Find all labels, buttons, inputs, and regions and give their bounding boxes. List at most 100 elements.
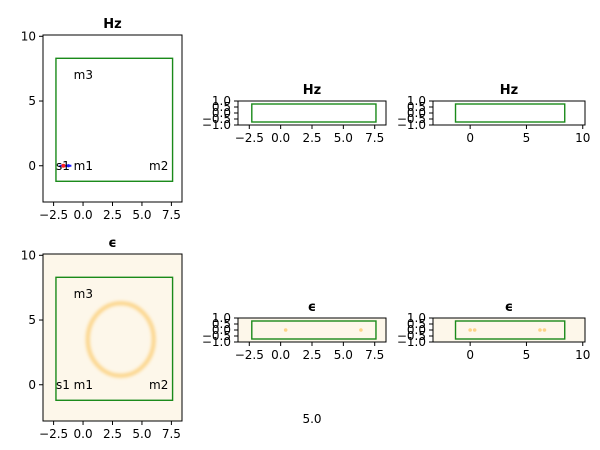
y-tick-label: 0.5	[212, 100, 231, 114]
y-tick-label: 0.0	[212, 106, 231, 120]
y-tick-label: 1.0	[407, 311, 426, 325]
x-tick-label: 7.5	[365, 131, 384, 145]
panel-hz_x2: Hz 0 5 10 1.00.50.0−0.5−1.0	[397, 83, 591, 145]
y-tick-label: 5	[28, 313, 36, 327]
y-tick-label: 10	[21, 248, 36, 262]
plot-content	[251, 103, 377, 123]
x-tick-label: 7.5	[162, 427, 181, 441]
y-tick-label: 0.0	[212, 323, 231, 337]
x-tick-label: 5.0	[132, 208, 151, 222]
x-tick-label: 0.0	[74, 208, 93, 222]
plot-background	[238, 101, 386, 125]
x-tick-label: −2.5	[39, 208, 68, 222]
x-tick-label: 0.0	[74, 427, 93, 441]
x-tick-label: 10	[575, 348, 590, 362]
y-tick-label: 5	[28, 94, 36, 108]
monitor-box	[55, 57, 174, 182]
y-tick-label: −1.0	[202, 335, 231, 349]
y-tick-label: −1.0	[397, 335, 426, 349]
monitor-box	[55, 276, 174, 401]
x-tick-label: −2.5	[39, 427, 68, 441]
eps-spot-0	[468, 328, 472, 332]
panel-title: ϵ	[308, 300, 316, 315]
x-tick-label: 5.0	[334, 131, 353, 145]
y-tick-label: −0.5	[397, 329, 426, 343]
plot-background	[43, 35, 182, 202]
eps-spot-1	[472, 328, 477, 332]
x-tick-label: 5.0	[132, 427, 151, 441]
y-tick-label: 0.0	[407, 106, 426, 120]
x-tick-label: 5	[523, 131, 531, 145]
plot-content	[454, 103, 566, 123]
plot-background	[433, 318, 585, 342]
y-tick-label: −0.5	[397, 112, 426, 126]
monitor-label-m1: m1	[74, 378, 93, 392]
eps-spot-0	[283, 328, 288, 332]
panel-eps_x2: ϵ 0 5 10 1.00.50.0−0.5−1.0	[397, 300, 591, 362]
y-tick-label: −1.0	[397, 118, 426, 132]
field-source-blue-dot	[66, 164, 70, 168]
field-source-red	[61, 163, 66, 168]
x-tick-label: 0.0	[271, 131, 290, 145]
plot-content	[251, 320, 377, 340]
y-tick-label: −1.0	[202, 118, 231, 132]
panel-title: Hz	[500, 83, 518, 98]
monitor-label-m2: m2	[149, 159, 168, 173]
monitor-label-s1: s1	[56, 378, 70, 392]
plot-content	[454, 320, 566, 340]
panel-title: ϵ	[108, 236, 116, 251]
monitor-label-s1: s1	[56, 159, 70, 173]
y-tick-label: 0	[28, 378, 36, 392]
monitor-label-m3: m3	[74, 68, 93, 82]
panel-hz_xy: m3 s1 m1 m2 Hz −2.5 0.0 2.5 5.0 7.5 0 5 10	[21, 17, 183, 222]
ring-resonator	[85, 301, 156, 378]
x-tick-label: 7.5	[365, 348, 384, 362]
x-tick-label: −2.5	[235, 131, 264, 145]
monitor-label-m1: m1	[74, 159, 93, 173]
monitor-box	[251, 320, 377, 340]
y-tick-label: −0.5	[202, 329, 231, 343]
panel-title: Hz	[303, 83, 321, 98]
y-tick-label: 0.5	[212, 317, 231, 331]
x-tick-label: 5	[523, 348, 531, 362]
x-tick-label: 2.5	[103, 427, 122, 441]
x-tick-label: 2.5	[103, 208, 122, 222]
x-tick-label: 5.0	[334, 348, 353, 362]
y-tick-label: 10	[21, 29, 36, 43]
x-tick-label: 0	[466, 131, 474, 145]
y-tick-label: 0.0	[407, 323, 426, 337]
monitor-label-m2: m2	[149, 378, 168, 392]
plot-background	[43, 254, 182, 421]
time-label: 5.0	[302, 412, 321, 426]
plot-content	[43, 276, 182, 401]
monitor-box	[251, 103, 377, 123]
x-tick-label: 10	[575, 131, 590, 145]
y-tick-label: 0	[28, 159, 36, 173]
monitor-box	[454, 320, 566, 340]
eps-spot-3	[542, 328, 547, 332]
x-tick-label: −2.5	[235, 348, 264, 362]
x-tick-label: 0	[466, 348, 474, 362]
plot-content	[55, 57, 174, 182]
y-tick-label: 0.5	[407, 100, 426, 114]
y-tick-label: 1.0	[407, 94, 426, 108]
y-tick-label: −0.5	[202, 112, 231, 126]
y-tick-label: 1.0	[212, 94, 231, 108]
panel-title: ϵ	[505, 300, 513, 315]
monitor-label-m3: m3	[74, 287, 93, 301]
eps-spot-1	[359, 328, 363, 332]
y-tick-label: 0.5	[407, 317, 426, 331]
y-tick-label: 1.0	[212, 311, 231, 325]
panel-eps_xy: m3 s1 m1 m2 ϵ −2.5 0.0 2.5 5.0 7.5 0 5 10	[21, 236, 183, 441]
x-tick-label: 2.5	[302, 348, 321, 362]
x-tick-label: 0.0	[271, 348, 290, 362]
panel-title: Hz	[103, 17, 121, 32]
x-tick-label: 2.5	[302, 131, 321, 145]
monitor-box	[454, 103, 566, 123]
eps-spot-2	[538, 328, 542, 332]
x-tick-label: 7.5	[162, 208, 181, 222]
plot-background	[433, 101, 585, 125]
